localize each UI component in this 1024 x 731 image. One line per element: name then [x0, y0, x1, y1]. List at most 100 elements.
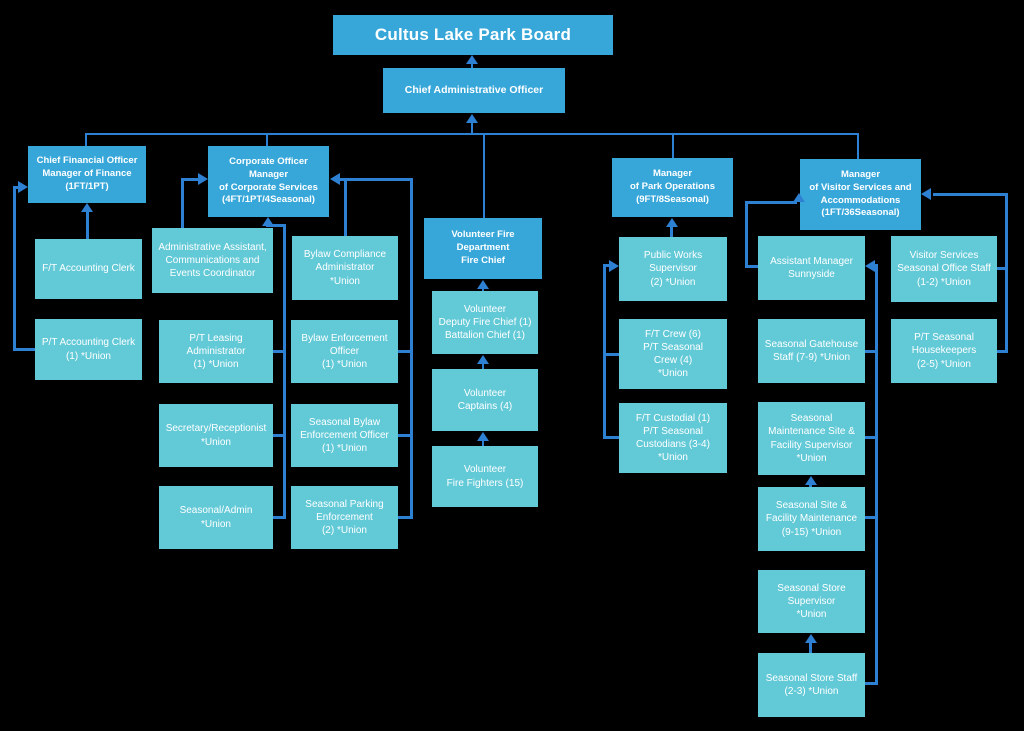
connector-line: [13, 186, 19, 189]
arrow-left-icon: [330, 173, 340, 185]
connector-line: [181, 178, 199, 181]
connector-line: [603, 264, 610, 267]
arrow-left-icon: [865, 260, 875, 272]
org-node-label: Corporate Officer Manager of Corporate S…: [219, 155, 318, 206]
arrow-up-icon: [477, 355, 489, 364]
arrow-right-icon: [198, 173, 208, 185]
connector-line: [603, 264, 606, 438]
connector-line: [273, 350, 283, 353]
connector-line: [86, 133, 859, 135]
org-node-public-works: Public Works Supervisor (2) *Union: [619, 237, 727, 301]
org-node-label: Secretary/Receptionist *Union: [165, 423, 267, 448]
org-node-housekeepers: P/T Seasonal Housekeepers (2-5) *Union: [891, 319, 997, 383]
connector-line: [603, 436, 619, 439]
org-node-seasonal-bylaw: Seasonal Bylaw Enforcement Officer (1) *…: [291, 404, 398, 467]
connector-line: [181, 178, 184, 228]
connector-line: [997, 350, 1006, 353]
org-node-label: Volunteer Fire Department Fire Chief: [451, 229, 515, 266]
arrow-right-icon: [18, 181, 28, 193]
org-node-label: Seasonal Parking Enforcement (2) *Union: [305, 498, 384, 537]
connector-line: [266, 224, 283, 227]
org-node-assistant-manager: Assistant Manager Sunnyside: [758, 236, 865, 300]
connector-line: [85, 133, 87, 146]
arrow-up-icon: [262, 217, 274, 226]
connector-line: [997, 267, 1006, 270]
org-node-label: Seasonal Bylaw Enforcement Officer (1) *…: [300, 416, 389, 455]
arrow-up-icon: [666, 218, 678, 227]
connector-line: [482, 288, 484, 291]
org-node-label: F/T Custodial (1) P/T Seasonal Custodian…: [635, 412, 711, 464]
org-node-store-supervisor: Seasonal Store Supervisor *Union: [758, 570, 865, 633]
connector-line: [857, 133, 859, 159]
connector-line: [672, 133, 674, 158]
org-node-label: Seasonal Site & Facility Maintenance (9-…: [765, 500, 858, 538]
org-node-ft-custodial: F/T Custodial (1) P/T Seasonal Custodian…: [619, 403, 727, 473]
connector-line: [865, 516, 875, 519]
org-node-deputy-fire-chief: Volunteer Deputy Fire Chief (1) Battalio…: [432, 291, 538, 354]
org-node-firefighters: Volunteer Fire Fighters (15): [432, 446, 538, 507]
connector-line: [398, 434, 410, 437]
connector-line: [809, 484, 812, 487]
connector-line: [398, 350, 410, 353]
connector-line: [410, 178, 413, 519]
org-node-visitor-services-manager: Manager of Visitor Services and Accommod…: [800, 159, 921, 230]
connector-line: [273, 516, 283, 519]
connector-line: [483, 133, 485, 218]
org-node-label: Cultus Lake Park Board: [374, 24, 572, 44]
org-node-pt-accounting: P/T Accounting Clerk (1) *Union: [35, 319, 142, 380]
connector-line: [670, 226, 673, 237]
org-node-bylaw-enforcement: Bylaw Enforcement Officer (1) *Union: [291, 320, 398, 383]
org-node-site-maintenance: Seasonal Site & Facility Maintenance (9-…: [758, 487, 865, 551]
org-node-label: Seasonal Maintenance Site & Facility Sup…: [768, 413, 855, 464]
connector-line: [471, 63, 473, 68]
org-node-label: Visitor Services Seasonal Office Staff (…: [897, 250, 991, 288]
org-node-label: F/T Crew (6) P/T Seasonal Crew (4) *Unio…: [643, 328, 703, 380]
connector-line: [865, 682, 875, 685]
org-node-label: Administrative Assistant, Communications…: [158, 241, 267, 280]
org-node-store-staff: Seasonal Store Staff (2-3) *Union: [758, 653, 865, 717]
arrow-up-icon: [466, 55, 478, 64]
org-node-fire-chief: Volunteer Fire Department Fire Chief: [424, 218, 542, 279]
arrow-right-icon: [609, 260, 619, 272]
arrow-left-icon: [921, 188, 931, 200]
org-node-label: Chief Administrative Officer: [404, 84, 544, 97]
org-node-label: Volunteer Deputy Fire Chief (1) Battalio…: [438, 303, 532, 342]
org-node-label: Public Works Supervisor (2) *Union: [643, 250, 703, 288]
org-node-gatehouse-staff: Seasonal Gatehouse Staff (7-9) *Union: [758, 319, 865, 383]
org-node-admin-assistant: Administrative Assistant, Communications…: [152, 228, 273, 293]
arrow-up-icon: [793, 193, 805, 202]
org-node-label: Volunteer Captains (4): [457, 387, 513, 412]
arrow-up-icon: [477, 280, 489, 289]
org-node-maintenance-supervisor: Seasonal Maintenance Site & Facility Sup…: [758, 402, 865, 475]
org-node-corporate: Corporate Officer Manager of Corporate S…: [208, 146, 329, 217]
connector-line: [603, 353, 619, 356]
connector-line: [273, 434, 283, 437]
connector-line: [344, 178, 347, 236]
org-node-seasonal-parking: Seasonal Parking Enforcement (2) *Union: [291, 486, 398, 549]
connector-line: [745, 201, 748, 268]
org-node-cfo: Chief Financial Officer Manager of Finan…: [28, 146, 146, 203]
org-node-seasonal-admin: Seasonal/Admin *Union: [159, 486, 273, 549]
org-node-label: Seasonal Store Supervisor *Union: [777, 582, 846, 621]
connector-line: [1005, 193, 1008, 353]
connector-line: [745, 201, 797, 204]
connector-line: [86, 211, 89, 239]
org-node-ft-accounting: F/T Accounting Clerk: [35, 239, 142, 299]
org-node-label: Manager of Park Operations (9FT/8Seasona…: [630, 168, 715, 205]
connector-line: [865, 436, 875, 439]
connector-line: [745, 265, 758, 268]
org-node-label: F/T Accounting Clerk: [42, 263, 135, 275]
org-node-label: Seasonal Store Staff (2-3) *Union: [765, 672, 858, 697]
connector-line: [933, 193, 1008, 196]
connector-line: [339, 178, 411, 181]
org-node-label: Chief Financial Officer Manager of Finan…: [36, 155, 138, 192]
org-node-ft-crew: F/T Crew (6) P/T Seasonal Crew (4) *Unio…: [619, 319, 727, 389]
connector-line: [398, 516, 410, 519]
org-node-label: P/T Accounting Clerk (1) *Union: [41, 337, 136, 362]
arrow-up-icon: [805, 634, 817, 643]
org-node-label: Seasonal Gatehouse Staff (7-9) *Union: [764, 338, 859, 363]
connector-line: [266, 133, 268, 146]
connector-line: [482, 440, 484, 446]
org-node-label: P/T Seasonal Housekeepers (2-5) *Union: [911, 332, 977, 370]
